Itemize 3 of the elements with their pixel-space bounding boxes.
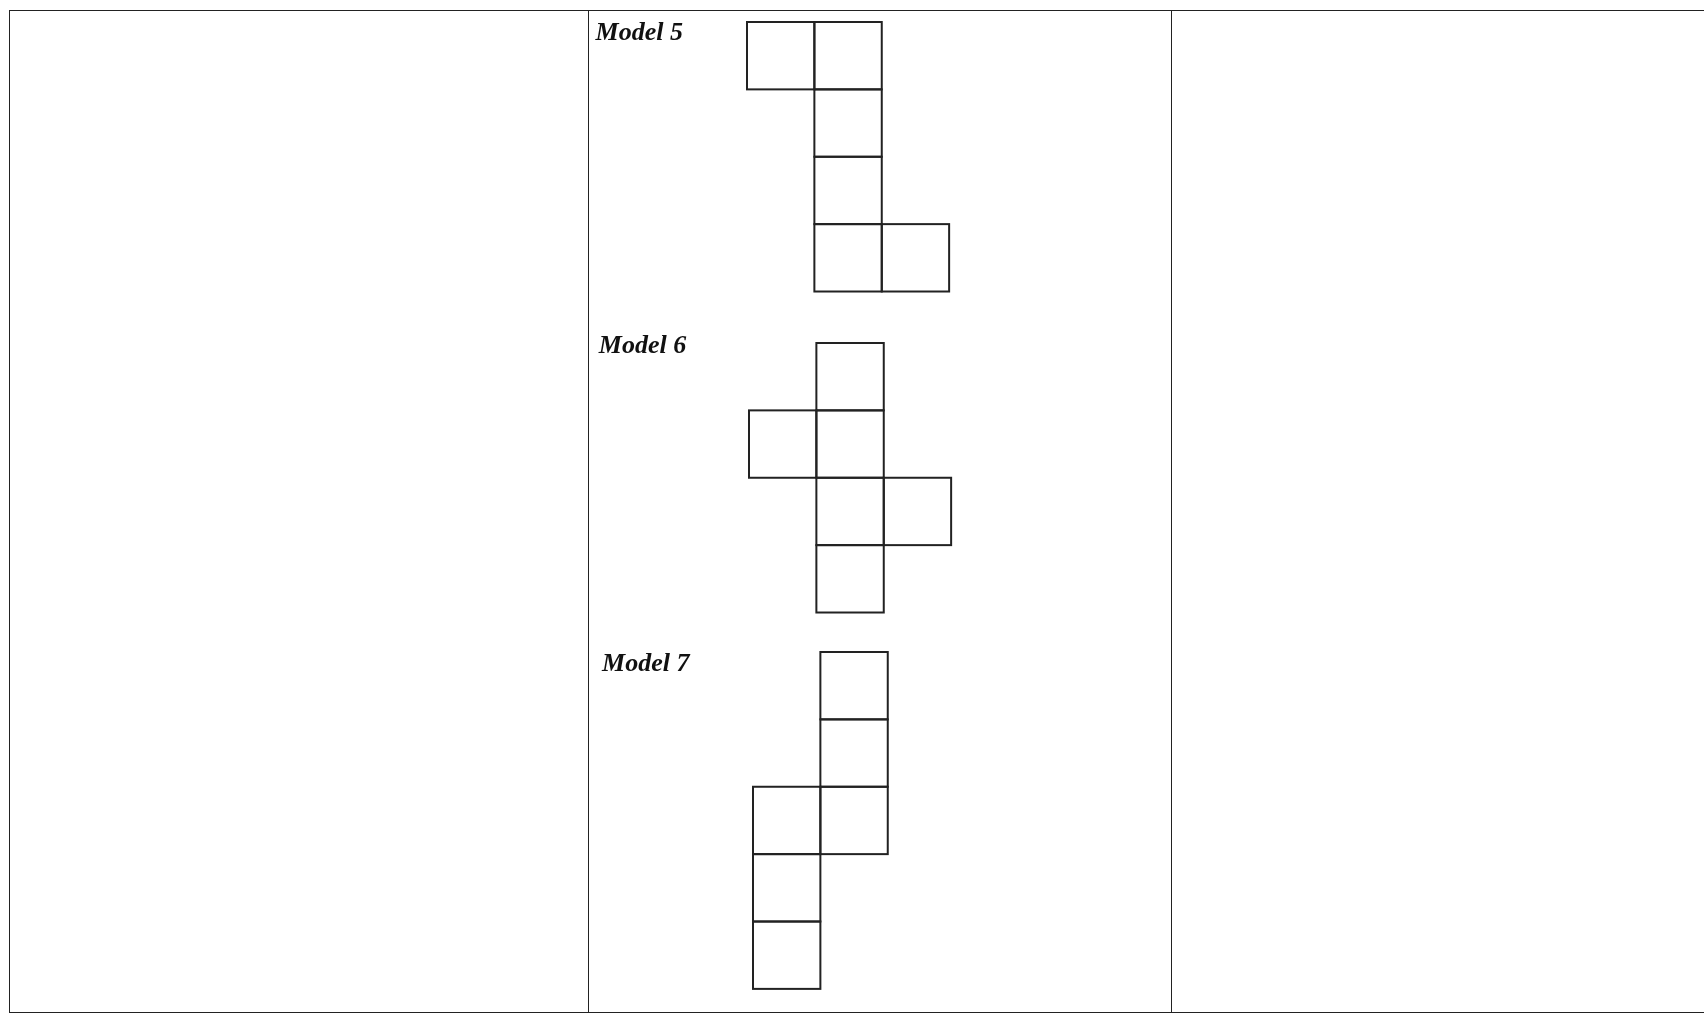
model-label: Model 5 bbox=[595, 17, 683, 48]
model-label: Model 6 bbox=[598, 330, 687, 361]
model-label: Model 7 bbox=[602, 647, 690, 678]
